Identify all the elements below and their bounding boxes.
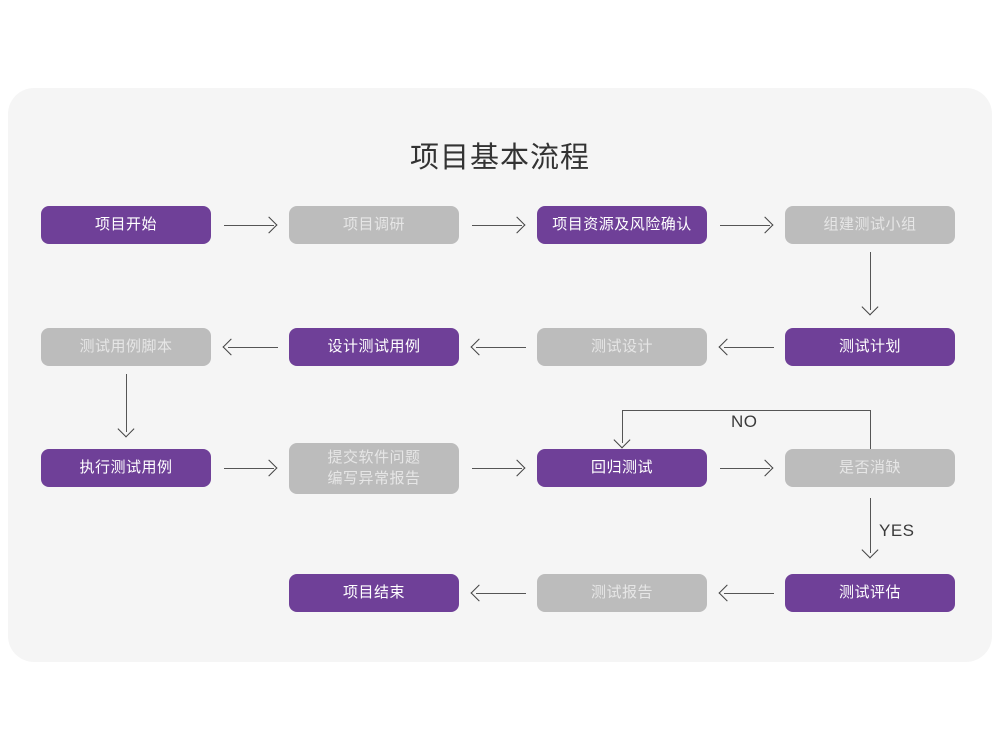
arrow-report-to-end: [476, 593, 526, 594]
arrow-submit-to-regression: [472, 468, 522, 469]
arrow-start-to-research: [224, 225, 274, 226]
no-loop-top-segment: [622, 410, 871, 411]
no-loop-left-segment: [622, 410, 623, 443]
arrow-testdesign-to-designcase: [476, 347, 526, 348]
edge-label-yes: YES: [879, 521, 915, 540]
arrow-testplan-to-testdesign: [724, 347, 774, 348]
node-regression-test[interactable]: 回归测试: [537, 449, 707, 487]
arrow-script-to-execute: [126, 374, 127, 432]
no-loop-right-segment: [870, 410, 871, 449]
node-defect-cleared[interactable]: 是否消缺: [785, 449, 955, 487]
node-form-test-team[interactable]: 组建测试小组: [785, 206, 955, 244]
arrow-regression-to-defect: [720, 468, 770, 469]
node-test-report[interactable]: 测试报告: [537, 574, 707, 612]
node-testcase-script[interactable]: 测试用例脚本: [41, 328, 211, 366]
arrow-team-to-testplan: [870, 252, 871, 310]
node-test-evaluation[interactable]: 测试评估: [785, 574, 955, 612]
node-project-research[interactable]: 项目调研: [289, 206, 459, 244]
node-execute-testcase[interactable]: 执行测试用例: [41, 449, 211, 487]
node-test-design[interactable]: 测试设计: [537, 328, 707, 366]
node-design-testcase[interactable]: 设计测试用例: [289, 328, 459, 366]
node-resource-risk-confirm[interactable]: 项目资源及风险确认: [537, 206, 707, 244]
node-project-end[interactable]: 项目结束: [289, 574, 459, 612]
arrow-risk-to-team: [720, 225, 770, 226]
node-project-start[interactable]: 项目开始: [41, 206, 211, 244]
arrow-research-to-risk: [472, 225, 522, 226]
node-test-plan[interactable]: 测试计划: [785, 328, 955, 366]
page-title: 项目基本流程: [409, 142, 590, 174]
edge-label-no: NO: [731, 412, 758, 431]
arrow-execute-to-submit: [224, 468, 274, 469]
diagram-card: [8, 88, 992, 662]
arrow-evaluation-to-report: [724, 593, 774, 594]
node-submit-bug-report[interactable]: 提交软件问题 编写异常报告: [289, 443, 459, 494]
arrow-defect-to-evaluation: [870, 498, 871, 553]
arrow-designcase-to-script: [228, 347, 278, 348]
